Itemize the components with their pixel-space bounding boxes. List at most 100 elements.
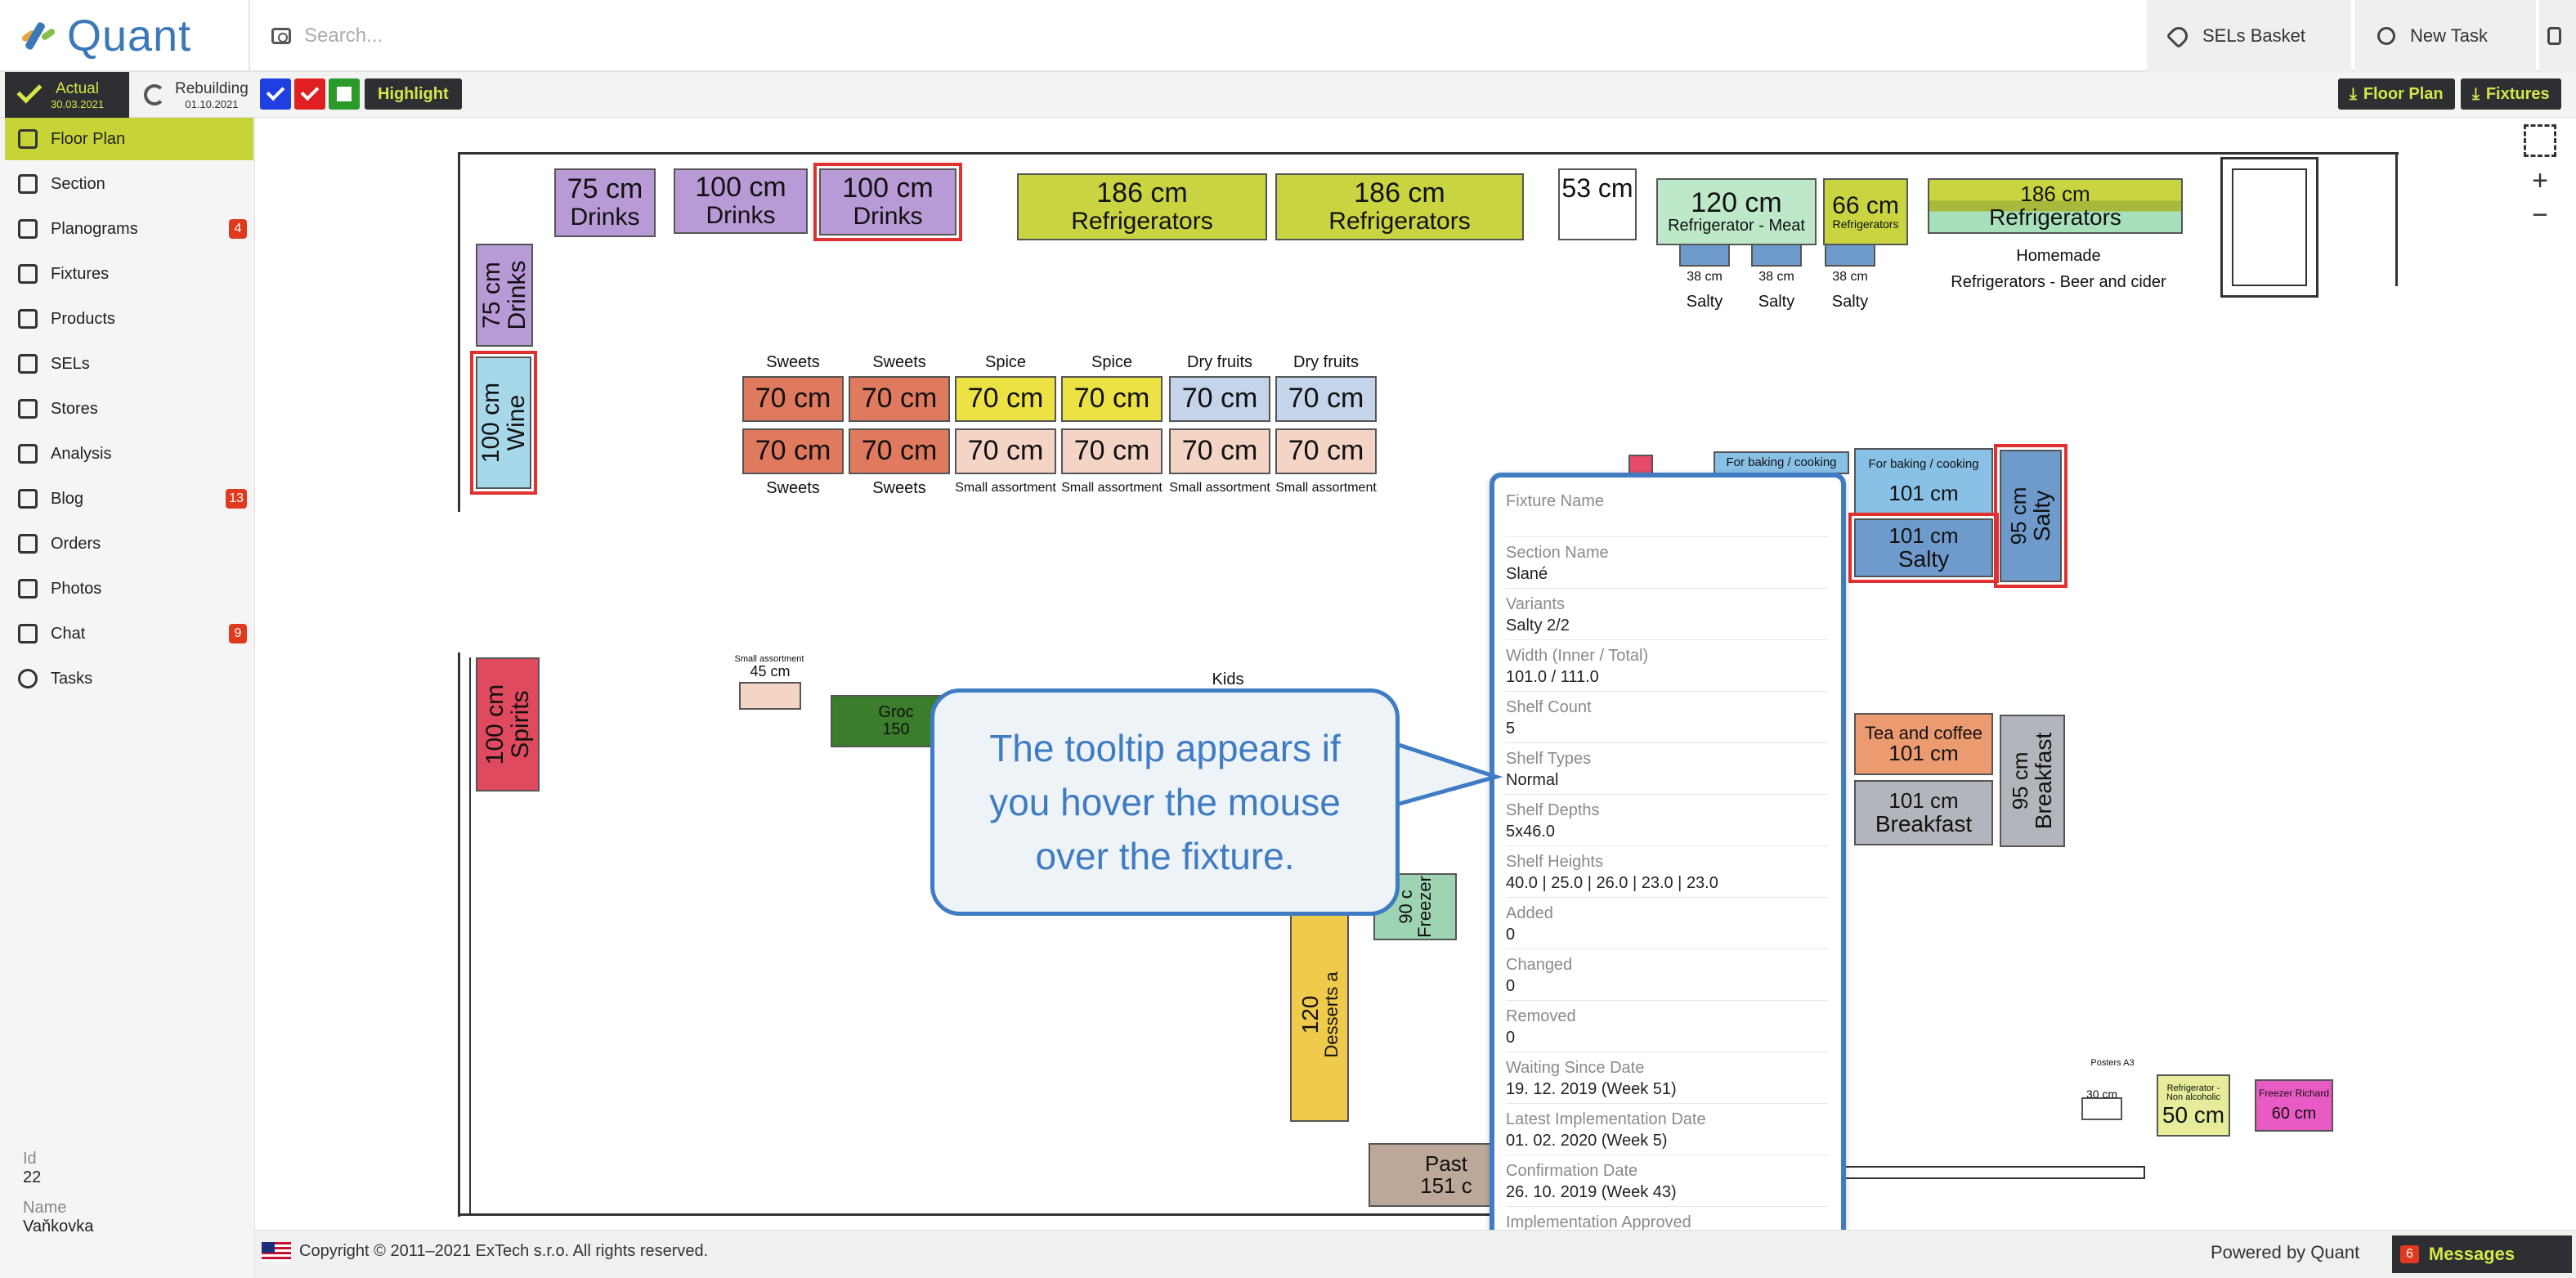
fixture-width: 101 cm (1888, 787, 1959, 813)
gondola-label: Dry fruits (1293, 353, 1359, 371)
sidebar-item-analysis[interactable]: Analysis (5, 433, 253, 475)
rebuilding-version-button[interactable]: Rebuilding 01.10.2021 (132, 72, 255, 118)
highlight-button[interactable]: Highlight (365, 78, 462, 110)
fixture-refrigerator-non-alcoholic[interactable]: Refrigerator - Non alcoholic 50 cm (2157, 1074, 2230, 1137)
sidebar-item-sels[interactable]: SELs (5, 343, 253, 385)
messages-button[interactable]: 6 Messages (2392, 1235, 2572, 1273)
fixture-freezer-richard[interactable]: Freezer Richard 60 cm (2255, 1079, 2333, 1132)
download-floor-plan-label: Floor Plan (2363, 84, 2444, 103)
fixture-name: For baking / cooking (1868, 457, 1979, 472)
wall (469, 657, 473, 1213)
sidebar-item-floor-plan[interactable]: Floor Plan (5, 118, 253, 160)
search-input[interactable] (304, 25, 1122, 47)
tooltip-value: 40.0 | 25.0 | 26.0 | 23.0 | 23.0 (1506, 874, 1718, 892)
fixture-drinks-100a[interactable]: 100 cm Drinks (674, 168, 808, 234)
fixture-width: 70 cm (1288, 383, 1364, 415)
tooltip-key: Waiting Since Date (1506, 1059, 1645, 1077)
sidebar-item-tasks[interactable]: Tasks (5, 657, 253, 700)
tooltip-value: 5x46.0 (1506, 823, 1556, 841)
fixture-salty-95[interactable]: 95 cm Salty (1994, 444, 2068, 588)
fixture-gondola-dryfruits-1[interactable]: 70 cm (1169, 376, 1270, 422)
fixture-gondola-spice-2[interactable]: 70 cm (1061, 376, 1163, 422)
fixture-width: 100 cm (842, 173, 934, 204)
fixture-gondola-spice-1[interactable]: 70 cm (955, 376, 1056, 422)
fixture-gondola-small-3[interactable]: 70 cm (1169, 428, 1270, 474)
download-fixtures-button[interactable]: ⤓ Fixtures (2461, 78, 2561, 110)
camera-icon[interactable] (271, 28, 291, 44)
list-icon (18, 264, 38, 284)
fixture-baking-2[interactable]: For baking / cooking 101 cm (1854, 448, 1993, 515)
check-icon (300, 82, 320, 101)
fixture-gondola-sweets-3[interactable]: 70 cm (742, 428, 844, 474)
sels-basket-button[interactable]: SELs Basket (2147, 0, 2351, 72)
fixture-drinks-75[interactable]: 75 cm Drinks (554, 168, 656, 237)
fixture-refrigerators-1[interactable]: 186 cm Refrigerators (1017, 173, 1267, 240)
fixture-tea-coffee[interactable]: Tea and coffee 101 cm (1854, 713, 1993, 775)
fixture-baking-1[interactable]: For baking / cooking (1714, 451, 1849, 474)
fixture-salty-101[interactable]: 101 cm Salty (1848, 513, 1999, 583)
fixture-breakfast-95[interactable]: 95 cm Breakfast (2000, 715, 2065, 847)
fixture-gondola-small-1[interactable]: 70 cm (955, 428, 1056, 474)
fixture-salty-38b[interactable] (1751, 244, 1802, 267)
sidebar-item-products[interactable]: Products (5, 298, 253, 340)
fixture-width: 186 cm (2020, 181, 2090, 206)
fixture-width: 70 cm (755, 435, 831, 467)
fixture-refrigerators-66[interactable]: 66 cm Refrigerators (1823, 178, 1908, 245)
blue-filter-checkbox[interactable] (260, 78, 291, 110)
fit-screen-icon[interactable] (2524, 124, 2556, 157)
download-floor-plan-button[interactable]: ⤓ Floor Plan (2338, 78, 2455, 110)
fixture-salty-38c[interactable] (1825, 244, 1875, 267)
green-filter-checkbox[interactable] (329, 78, 360, 110)
fixture-refrigerators-3[interactable]: 186 cm Refrigerators (1928, 178, 2183, 234)
user-profile-button[interactable] (2539, 0, 2576, 72)
zoom-in-icon[interactable]: + (2532, 165, 2548, 196)
fixture-width: 186 cm (1096, 177, 1188, 209)
actual-version-button[interactable]: Actual 30.03.2021 (5, 72, 129, 118)
fixture-name: Groc (878, 703, 914, 721)
fixture-desserts[interactable]: 120 Desserts a (1290, 908, 1349, 1122)
fixture-refrigerators-2[interactable]: 186 cm Refrigerators (1275, 173, 1524, 240)
sidebar-item-stores[interactable]: Stores (5, 388, 253, 430)
fixture-gondola-sweets-4[interactable]: 70 cm (849, 428, 950, 474)
floor-plan-canvas[interactable]: 75 cm Drinks 100 cm Drinks 100 cm Drinks… (255, 118, 2576, 1230)
fixture-drinks-75-left[interactable]: 75 cm Drinks (476, 244, 533, 347)
fixture-gondola-small-4[interactable]: 70 cm (1275, 428, 1377, 474)
gondola-label: Spice (984, 353, 1027, 371)
tooltip-value: 01. 02. 2020 (Week 5) (1506, 1132, 1668, 1150)
red-filter-checkbox[interactable] (294, 78, 325, 110)
fixture-width: 70 cm (861, 383, 938, 415)
tooltip-value: Slané (1506, 565, 1548, 583)
sidebar-item-fixtures[interactable]: Fixtures (5, 253, 253, 295)
sidebar-item-orders[interactable]: Orders (5, 522, 253, 565)
sidebar-item-section[interactable]: Section (5, 163, 253, 205)
fixture-width: 90 c (1395, 890, 1416, 924)
zoom-out-icon[interactable]: − (2532, 200, 2548, 231)
fixture-refrigerator-meat[interactable]: 120 cm Refrigerator - Meat (1656, 178, 1817, 245)
fixture-name: Desserts a (1321, 971, 1342, 1058)
fixture-small-assortment-45[interactable]: 45 cm (739, 664, 801, 710)
sidebar-item-photos[interactable]: Photos (5, 567, 253, 610)
fixture-gondola-sweets-1[interactable]: 70 cm (742, 376, 844, 422)
fixture-gondola-sweets-2[interactable]: 70 cm (849, 376, 950, 422)
fixture-drinks-100b[interactable]: 100 cm Drinks (813, 163, 962, 241)
fixture-posters[interactable]: 30 cm (2081, 1087, 2122, 1120)
fixture-wine[interactable]: 100 cm Wine (470, 351, 537, 495)
fixture-53[interactable]: 53 cm (1558, 168, 1637, 240)
fixture-gondola-small-2[interactable]: 70 cm (1061, 428, 1163, 474)
fixture-salty-38a[interactable] (1679, 244, 1730, 267)
fixture-breakfast-101[interactable]: 101 cm Breakfast (1854, 780, 1993, 845)
fixture-spirits[interactable]: 100 cm Spirits (476, 657, 540, 791)
logo[interactable]: Quant (20, 11, 191, 61)
sidebar-item-label: Products (51, 309, 115, 328)
us-flag-icon[interactable] (262, 1242, 291, 1262)
new-task-button[interactable]: New Task (2354, 0, 2536, 72)
fixture-gondola-dryfruits-2[interactable]: 70 cm (1275, 376, 1377, 422)
